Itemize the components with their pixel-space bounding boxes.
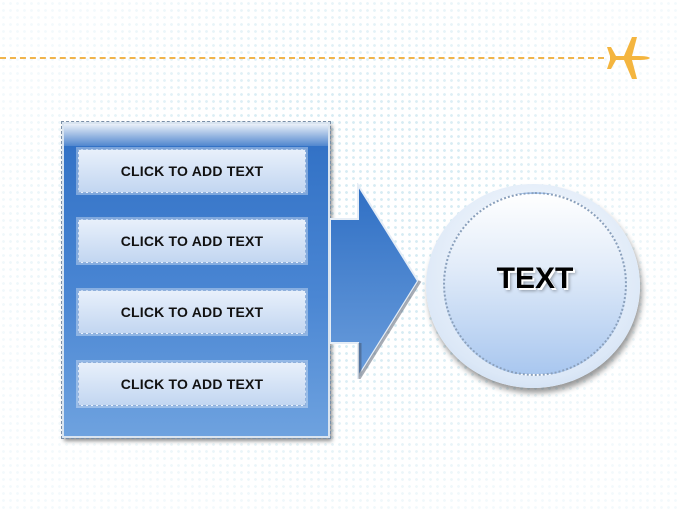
list-panel: CLICK TO ADD TEXT CLICK TO ADD TEXT CLIC… [61, 121, 331, 439]
result-circle-inner [443, 192, 627, 376]
circle-text[interactable]: TEXT [496, 262, 574, 295]
text-box-2[interactable]: CLICK TO ADD TEXT [78, 219, 306, 263]
text-box-1[interactable]: CLICK TO ADD TEXT [78, 149, 306, 193]
text-box-3[interactable]: CLICK TO ADD TEXT [78, 290, 306, 334]
dashed-flight-path [0, 57, 604, 59]
airplane-icon [607, 37, 650, 79]
right-arrow [330, 183, 422, 379]
text-box-4[interactable]: CLICK TO ADD TEXT [78, 362, 306, 406]
panel-gloss [64, 124, 328, 146]
